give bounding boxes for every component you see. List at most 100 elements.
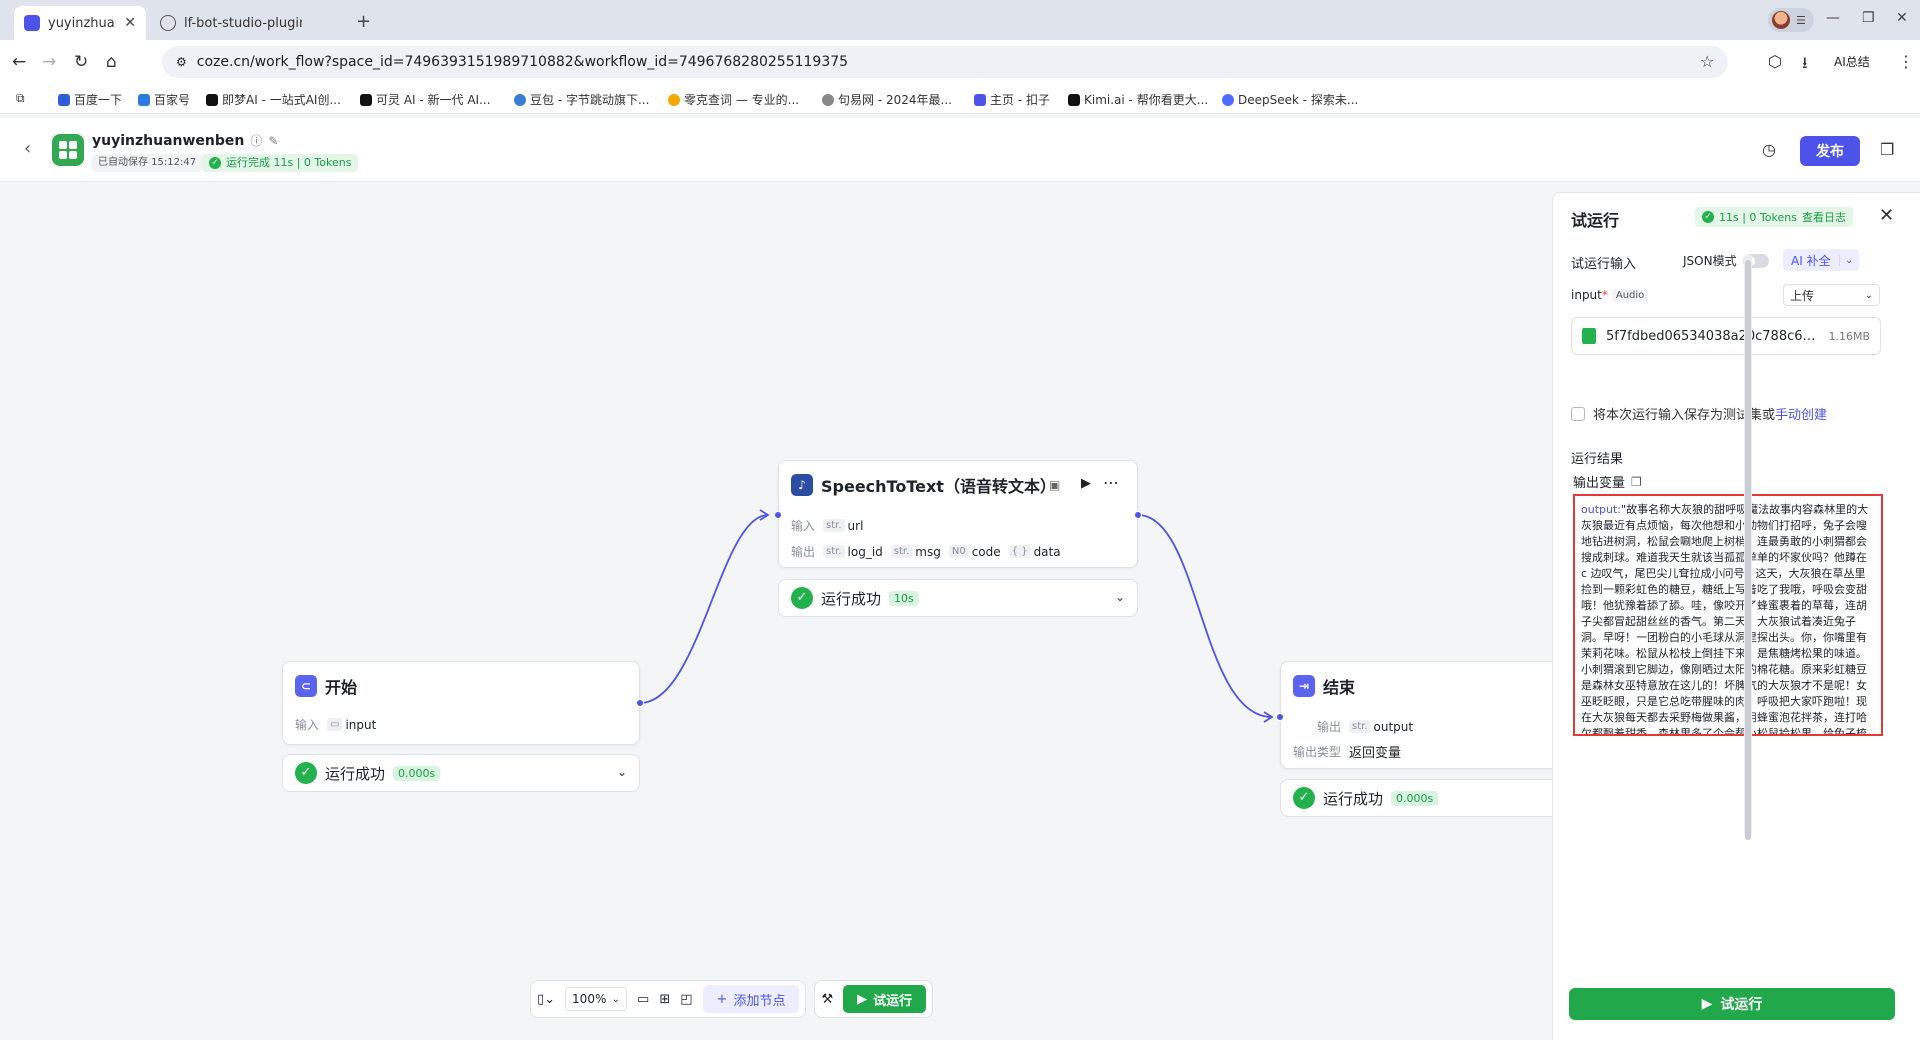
run-status-badge[interactable]: ✓ 运行完成 11s | 0 Tokens xyxy=(202,154,359,172)
node-input-row: 输入 str.url xyxy=(791,518,864,534)
plugin-icon[interactable]: ▣ xyxy=(1049,478,1061,492)
ai-fill-button[interactable]: AI 补全 ⌄ xyxy=(1783,249,1859,271)
bookmark-item[interactable]: 百家号 xyxy=(138,91,190,108)
param-log-id: str.log_id xyxy=(823,545,883,559)
tab-title: lf-bot-studio-plugin- xyxy=(184,15,302,31)
run-test-button[interactable]: ▶试运行 xyxy=(1569,988,1895,1020)
node-output-row: 输出 str.output xyxy=(1317,719,1414,735)
edit-icon[interactable]: ✎ xyxy=(268,133,279,148)
wrench-icon[interactable]: ⚒ xyxy=(821,991,834,1007)
zoom-select[interactable]: 100%⌄ xyxy=(565,987,628,1011)
bookmark-item[interactable]: 句易网 - 2024年最... xyxy=(822,91,952,108)
minimize-icon[interactable]: — xyxy=(1826,10,1840,26)
comment-icon[interactable]: ▭ xyxy=(637,991,650,1007)
run-summary-badge[interactable]: ✓ 11s | 0 Tokens 查看日志 xyxy=(1695,207,1853,227)
edge-start-to-speech xyxy=(639,514,769,704)
end-input-port[interactable] xyxy=(1276,713,1284,721)
more-horizontal-icon[interactable]: ⋯ xyxy=(1103,473,1119,492)
param-output: str.output xyxy=(1349,720,1413,734)
manual-create-link[interactable]: 手动创建 xyxy=(1775,408,1828,423)
bookmark-item[interactable]: 即梦AI - 一站式AI创... xyxy=(206,91,341,108)
close-window-icon[interactable]: ✕ xyxy=(1896,10,1908,26)
back-chevron-icon[interactable]: ‹ xyxy=(24,138,32,159)
view-log-link[interactable]: 查看日志 xyxy=(1801,211,1846,224)
history-icon[interactable]: ◷ xyxy=(1762,140,1776,159)
run-tools: ⚒ ▶试运行 xyxy=(814,980,934,1018)
tab-inactive[interactable]: lf-bot-studio-plugin- xyxy=(150,6,350,40)
start-node[interactable]: ⊂ 开始 输入 ▭input xyxy=(282,661,640,745)
end-node-icon: ⇥ xyxy=(1293,675,1315,697)
add-node-button[interactable]: +添加节点 xyxy=(702,985,800,1013)
uploaded-file[interactable]: 5f7fdbed06534038a20c788c606… 1.16MB xyxy=(1571,317,1881,355)
mouse-mode-icon[interactable]: ▯⌄ xyxy=(537,991,556,1007)
bookmark-item[interactable]: DeepSeek - 探索未... xyxy=(1222,91,1358,108)
workflow-title: yuyinzhuanwenben ⓘ ✎ xyxy=(92,132,279,149)
workflow-header: ‹ yuyinzhuanwenben ⓘ ✎ 已自动保存 15:12:47 ✓ … xyxy=(0,118,1920,182)
kimi-icon xyxy=(1068,93,1080,106)
profile-button[interactable]: ☰ xyxy=(1768,8,1814,32)
end-node[interactable]: ⇥ 结束 输出 str.output 输出类型 返回变量 xyxy=(1280,661,1552,769)
json-mode-row: JSON模式 xyxy=(1683,252,1769,269)
reload-icon[interactable]: ↻ xyxy=(74,52,89,72)
copy-icon[interactable]: ❐ xyxy=(1631,474,1642,489)
chevron-down-icon[interactable]: ⌄ xyxy=(616,765,627,779)
bookmark-star-icon[interactable]: ☆ xyxy=(1700,52,1715,71)
coze-favicon-icon xyxy=(24,15,40,31)
speech-output-port[interactable] xyxy=(1134,511,1142,519)
avatar xyxy=(1772,11,1790,29)
home-icon[interactable]: ⌂ xyxy=(106,52,117,72)
forward-arrow-icon[interactable]: → xyxy=(42,52,57,72)
save-testset-checkbox[interactable] xyxy=(1571,406,1585,421)
info-icon[interactable]: ⓘ xyxy=(250,134,263,148)
param-data: { }data xyxy=(1008,545,1061,559)
site-settings-icon[interactable]: ⚙ xyxy=(176,55,187,69)
bookmark-item[interactable]: 百度一下 xyxy=(58,91,122,108)
workflow-canvas[interactable]: ⊂ 开始 输入 ▭input ✓ 运行成功 0.000s ⌄ ♪ SpeechT… xyxy=(0,183,1552,1040)
tab-active[interactable]: yuyinzhuanwenben ✕ xyxy=(14,6,146,40)
trial-run-button[interactable]: ▶试运行 xyxy=(843,985,927,1013)
copy-icon[interactable]: ❐ xyxy=(1880,140,1895,159)
microphone-icon: ♪ xyxy=(791,474,813,496)
bookmark-item[interactable]: Kimi.ai - 帮你看更大... xyxy=(1068,91,1208,108)
play-icon[interactable]: ▶ xyxy=(1081,476,1091,491)
node-output-kind-row: 输出类型 返回变量 xyxy=(1293,745,1402,761)
end-run-result[interactable]: ✓ 运行成功 0.000s xyxy=(1280,779,1552,817)
speech-input-port[interactable] xyxy=(774,511,782,519)
chevron-down-icon[interactable]: ⌄ xyxy=(1114,590,1125,604)
address-bar[interactable]: ⚙ coze.cn/work_flow?space_id=74963931519… xyxy=(162,46,1728,78)
speech-run-result[interactable]: ✓ 运行成功 10s ⌄ xyxy=(778,579,1138,617)
edge-layer xyxy=(639,509,1274,723)
publish-button[interactable]: 发布 xyxy=(1800,136,1860,166)
start-run-result[interactable]: ✓ 运行成功 0.000s ⌄ xyxy=(282,754,640,792)
download-icon[interactable]: ⭳ xyxy=(1802,53,1808,72)
doubao-icon xyxy=(514,93,526,106)
coze-icon xyxy=(974,93,986,106)
restore-icon[interactable]: ❐ xyxy=(1862,10,1875,26)
minimap-icon[interactable]: ◰ xyxy=(680,991,693,1007)
ai-summary-button[interactable]: AI总结 xyxy=(1834,55,1870,69)
bookmark-item[interactable]: 豆包 - 字节跳动旗下... xyxy=(514,91,649,108)
bookmark-item[interactable]: 主页 - 扣子 xyxy=(974,91,1050,108)
close-tab-icon[interactable]: ✕ xyxy=(124,15,136,31)
close-icon[interactable]: ✕ xyxy=(1879,205,1895,226)
start-output-port[interactable] xyxy=(636,699,644,707)
speech-to-text-node[interactable]: ♪ SpeechToText（语音转文本） ▣ ▶ ⋯ 输入 str.url 输… xyxy=(778,460,1138,568)
bookmarks-apps-icon[interactable]: ⧉ xyxy=(16,91,25,105)
more-vertical-icon[interactable]: ⋮ xyxy=(1898,52,1914,71)
extensions-icon[interactable]: ⬡ xyxy=(1768,52,1782,71)
tab-title: yuyinzhuanwenben xyxy=(48,15,116,31)
panel-scrollbar[interactable] xyxy=(1744,254,1752,840)
bookmark-item[interactable]: 零克查词 — 专业的... xyxy=(668,91,799,108)
play-icon: ▶ xyxy=(857,991,868,1007)
node-header: ♪ SpeechToText（语音转文本） xyxy=(791,473,1056,497)
upload-select[interactable]: 上传 ⌄ xyxy=(1783,284,1880,306)
bookmark-item[interactable]: 可灵 AI - 新一代 AI... xyxy=(360,91,491,108)
chevron-down-icon[interactable]: ⌄ xyxy=(1838,254,1859,266)
layout-icon[interactable]: ⊞ xyxy=(659,991,671,1007)
output-result-box[interactable]: output:"故事名称大灰狼的甜呼吸魔法故事内容森林里的大灰狼最近有点烦恼，每… xyxy=(1573,494,1883,736)
deepseek-icon xyxy=(1222,93,1234,106)
back-arrow-icon[interactable]: ← xyxy=(12,52,27,72)
autosave-status: 已自动保存 15:12:47 xyxy=(92,154,203,172)
new-tab-button[interactable]: + xyxy=(356,11,372,32)
